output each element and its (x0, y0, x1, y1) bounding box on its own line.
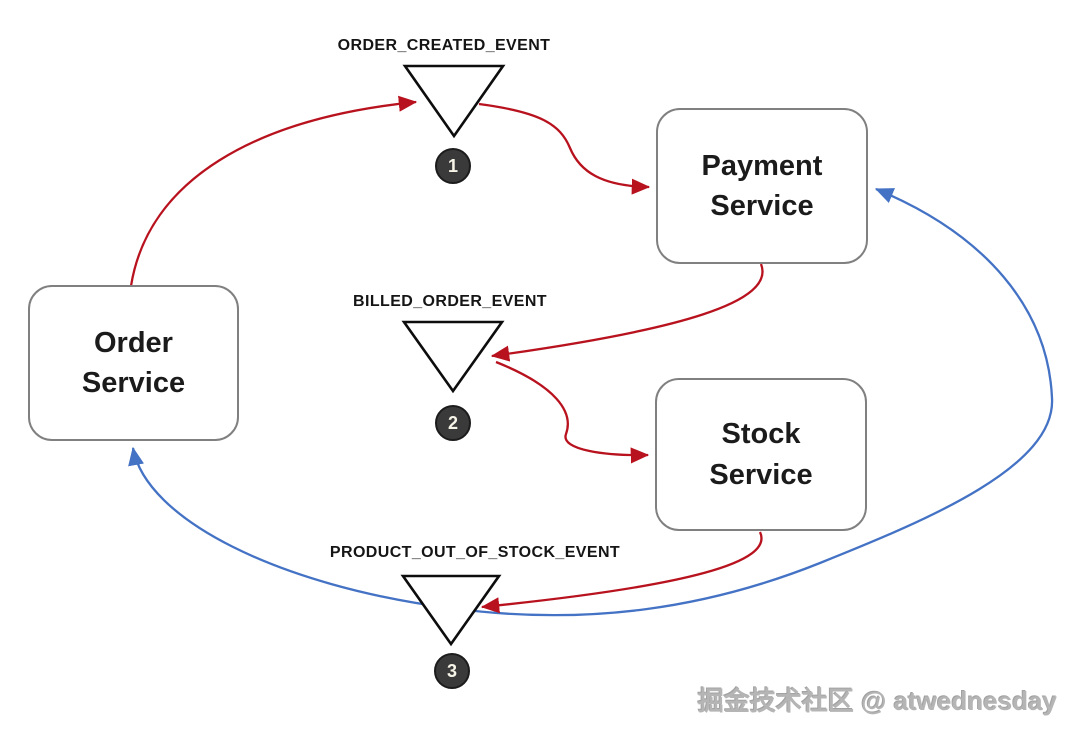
arrow-stock-to-event3 (480, 531, 763, 614)
service-label-payment: Payment Service (701, 149, 823, 222)
arrow-payment-to-event2 (490, 263, 764, 362)
subscribe-arrow-event3-to-order-and-payment (128, 187, 1054, 617)
event-label-product-out-of-stock: PRODUCT_OUT_OF_STOCK_EVENT (329, 544, 621, 561)
event-badge-2: 2 (435, 405, 471, 441)
arrow-event1-to-payment (478, 102, 651, 195)
event-label-order-created: ORDER_CREATED_EVENT (337, 37, 551, 54)
service-box-order: Order Service (28, 285, 239, 441)
event-badge-3: 3 (434, 653, 470, 689)
event-badge-1: 1 (435, 148, 471, 184)
service-box-payment: Payment Service (656, 108, 868, 264)
event-triangle-3 (400, 574, 502, 647)
event-triangle-1 (402, 64, 506, 139)
event-triangle-2 (401, 320, 505, 394)
arrow-order-to-event1 (129, 95, 418, 287)
arrow-event2-to-stock (495, 360, 650, 464)
service-box-stock: Stock Service (655, 378, 867, 531)
service-label-order: Order Service (81, 326, 186, 399)
service-label-stock: Stock Service (709, 418, 813, 491)
watermark: 掘金技术社区 @ atwednesday (697, 686, 1057, 716)
event-label-billed-order: BILLED_ORDER_EVENT (353, 293, 547, 310)
